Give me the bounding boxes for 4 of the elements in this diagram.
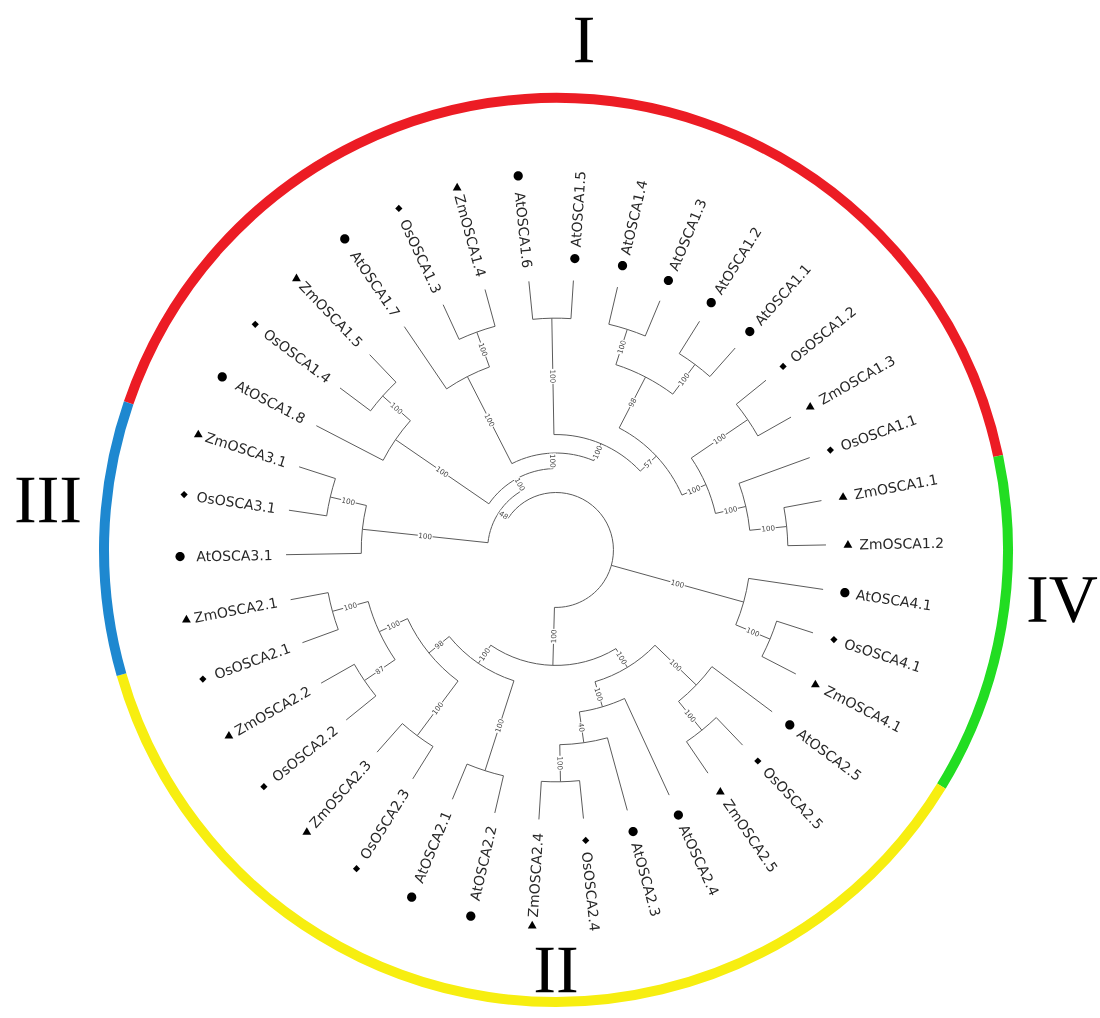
group-numeral: II [535,947,577,993]
group-numeral: III [16,477,80,523]
group-numeral: IV [1028,577,1098,623]
group-numeral: I [575,17,593,63]
